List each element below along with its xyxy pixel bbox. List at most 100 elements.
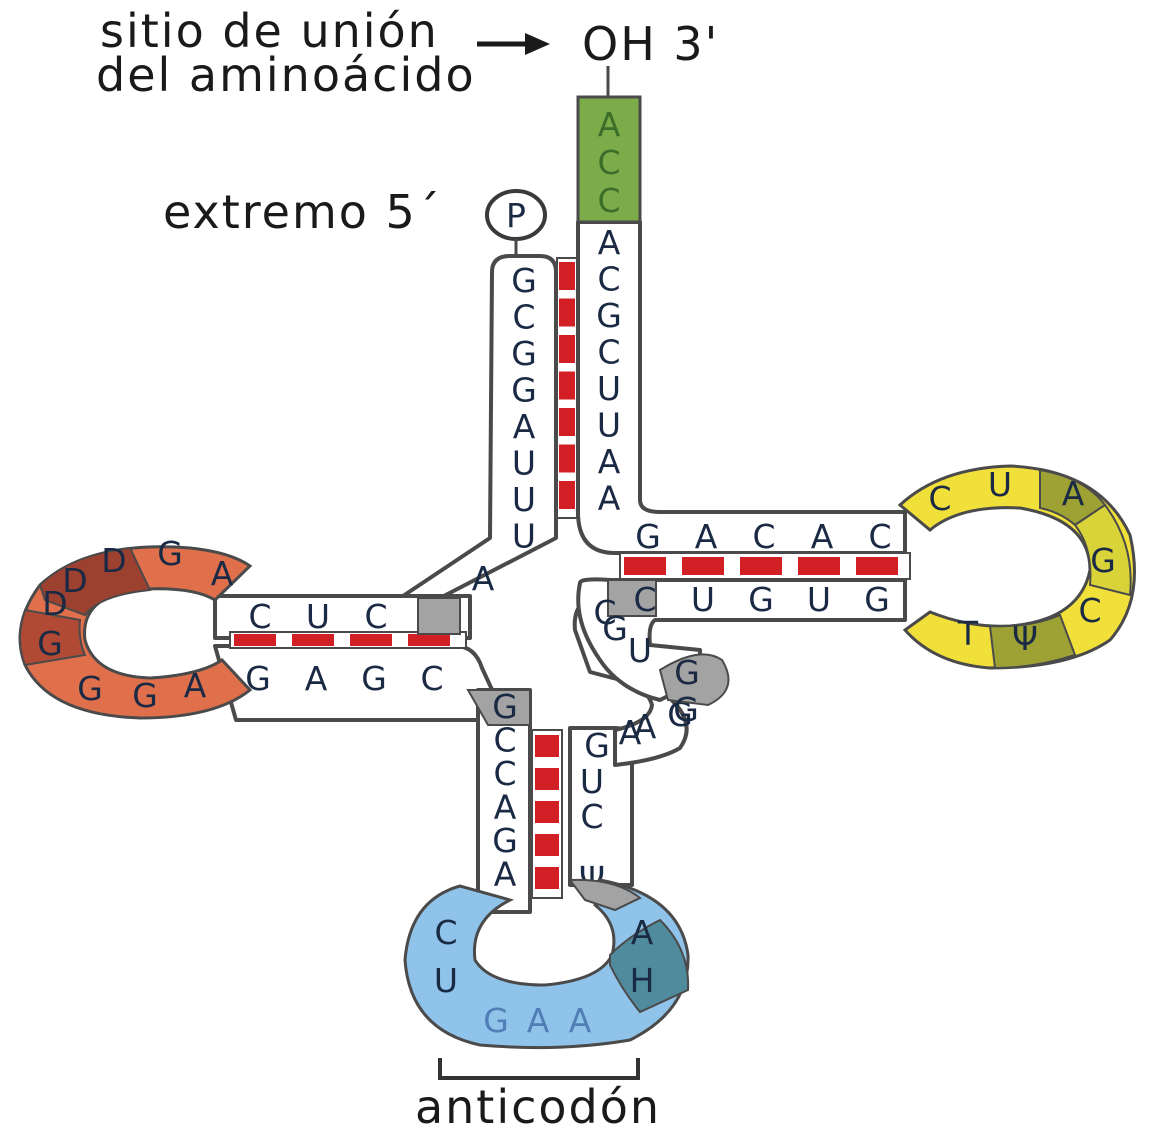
modified-nucleotide-box	[417, 597, 461, 635]
anticodon-stem-base: C	[493, 721, 516, 760]
anticodon-loop-base: A	[527, 1001, 550, 1040]
d-arm-base: C	[248, 597, 271, 636]
modified-nucleotide-box	[658, 653, 730, 707]
acceptor-5-base: C	[512, 298, 535, 337]
pairing-bar	[350, 634, 392, 646]
d-loop-base: D	[101, 541, 126, 580]
variable-loop-base: G	[602, 609, 628, 648]
site-label-line2: del aminoácido	[96, 48, 476, 102]
anticodon-label: anticodón	[415, 1080, 661, 1132]
pairing-bar	[535, 801, 559, 823]
anticodon-pairing-bars	[535, 735, 559, 889]
anticodon-loop-base: A	[569, 1001, 592, 1040]
pairing-bar	[535, 768, 559, 790]
d-arm-base: G	[361, 659, 387, 698]
anticodon-stem-base: C	[493, 754, 516, 793]
d-arm-base: A	[305, 659, 328, 698]
anticodon-loop-base: C	[434, 913, 457, 952]
pairing-bar	[559, 408, 575, 436]
anticodon-stem-base: A	[619, 713, 642, 752]
pairing-bar	[234, 634, 276, 646]
t-arm-base: G	[748, 580, 774, 619]
pairing-bar	[740, 557, 782, 575]
anticodon-stem-base: G	[584, 726, 610, 765]
t-loop-base: U	[988, 465, 1012, 504]
d-loop-base: G	[132, 676, 158, 715]
acceptor-3-base: A	[598, 442, 621, 481]
site-label-line1: sitio de unión	[100, 4, 439, 58]
acceptor-tail-base: A	[598, 105, 621, 144]
anticodon-loop-base: A	[631, 913, 654, 952]
pairing-bar	[559, 335, 575, 363]
acceptor-5-base: U	[512, 480, 536, 519]
variable-loop-base: U	[628, 631, 652, 670]
acceptor-5-base: G	[511, 261, 537, 300]
acceptor-5-base: A	[513, 407, 536, 446]
t-arm-base: C	[752, 517, 775, 556]
d-pairing-bars	[234, 634, 450, 646]
t-pairing-bars	[624, 557, 898, 575]
t-arm-base: C	[633, 580, 656, 619]
anticodon-stem-base: C	[580, 797, 603, 836]
extremo5-label: extremo 5´	[163, 185, 442, 239]
pairing-bar	[535, 735, 559, 757]
pairing-bar	[535, 834, 559, 856]
d-loop-base: G	[157, 534, 183, 573]
d-arm-outline	[213, 594, 472, 640]
variable-loop-base: G	[673, 690, 699, 729]
anticodon-stem-base: U	[580, 762, 604, 801]
d-loop-base: A	[211, 554, 234, 593]
anticodon-loop-base: G	[483, 1001, 509, 1040]
t-arm-base: A	[811, 517, 834, 556]
t-arm-base: U	[807, 580, 831, 619]
d-arm-base: U	[306, 597, 330, 636]
anticodon-loop-base: U	[434, 961, 458, 1000]
anticodon-stem-base: A	[494, 855, 517, 894]
anticodon-loop	[403, 878, 690, 1050]
pairing-bar	[292, 634, 334, 646]
pairing-bar	[408, 634, 450, 646]
t-arm-base: G	[864, 580, 890, 619]
acceptor-3-strand-outline	[576, 220, 907, 555]
t-arm-base: A	[695, 517, 718, 556]
acceptor-3-base: U	[597, 369, 621, 408]
acceptor-3-base: C	[597, 333, 620, 372]
connector-base: A	[472, 559, 495, 598]
d-arm-base: C	[364, 597, 387, 636]
pairing-bar	[856, 557, 898, 575]
variable-loop-base: G	[674, 653, 700, 692]
t-loop-base: A	[1062, 474, 1085, 513]
acceptor-tail-base: C	[597, 143, 620, 182]
t-arm-base: U	[691, 580, 715, 619]
pairing-bar	[559, 444, 575, 473]
acceptor-5-base: G	[511, 334, 537, 373]
acceptor-5-base: G	[511, 371, 537, 410]
pairing-bar	[624, 557, 666, 575]
d-arm-base: C	[420, 659, 443, 698]
t-loop-base: G	[1090, 541, 1116, 580]
acceptor-5-base: U	[512, 444, 536, 483]
acceptor-tail-box	[576, 95, 642, 224]
t-arm-base: C	[868, 517, 891, 556]
pairing-bar	[559, 481, 575, 509]
acceptor-5-base: U	[512, 517, 536, 556]
acceptor-3-base: A	[598, 479, 621, 518]
d-arm-base: G	[245, 659, 271, 698]
variable-loop-base: A	[634, 707, 657, 746]
anticodon-bracket	[438, 1058, 640, 1080]
pairing-bar	[559, 298, 575, 327]
anticodon-stem-base: A	[494, 788, 517, 827]
phosphate-label: P	[506, 196, 526, 235]
variable-loop-base: C	[593, 593, 616, 632]
oh3-label: OH 3'	[582, 17, 719, 71]
d-loop-base: G	[37, 624, 63, 663]
t-loop	[897, 464, 1136, 670]
pairing-bar	[559, 371, 575, 400]
